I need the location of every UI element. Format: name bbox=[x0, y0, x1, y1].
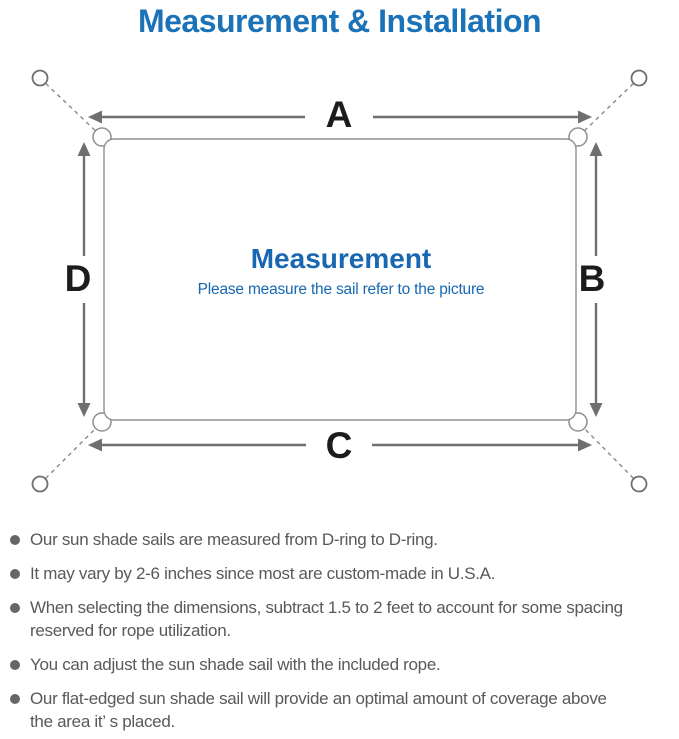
note-text: When selecting the dimensions, subtract … bbox=[30, 596, 623, 642]
list-item: You can adjust the sun shade sail with t… bbox=[10, 653, 670, 676]
dimension-label-a: A bbox=[326, 94, 353, 135]
note-text: Our sun shade sails are measured from D-… bbox=[30, 528, 438, 551]
bullet-icon bbox=[10, 694, 20, 704]
note-line: When selecting the dimensions, subtract … bbox=[30, 598, 623, 617]
note-line: It may vary by 2-6 inches since most are… bbox=[30, 564, 496, 583]
arrowhead-down-icon bbox=[589, 403, 603, 417]
tension-line-bottom-left bbox=[39, 421, 103, 485]
tension-line-top-left bbox=[39, 77, 103, 138]
note-text: You can adjust the sun shade sail with t… bbox=[30, 653, 441, 676]
page-title: Measurement & Installation bbox=[137, 3, 542, 39]
bullet-icon bbox=[10, 603, 20, 613]
arrowhead-right-icon bbox=[578, 110, 592, 124]
anchor-rings bbox=[31, 69, 648, 493]
anchor-ring-icon bbox=[31, 69, 49, 87]
dimension-label-c: C bbox=[326, 425, 353, 466]
arrowhead-up-icon bbox=[589, 142, 603, 156]
d-rings bbox=[92, 127, 588, 432]
dimension-arrow-c: C bbox=[88, 425, 592, 466]
dimension-arrow-b: B bbox=[579, 142, 606, 417]
anchor-ring-icon bbox=[630, 69, 648, 87]
arrowhead-right-icon bbox=[578, 438, 592, 452]
bullet-icon bbox=[10, 660, 20, 670]
dimension-arrow-a: A bbox=[88, 94, 592, 135]
dimension-arrow-d: D bbox=[65, 142, 92, 417]
arrowhead-down-icon bbox=[77, 403, 91, 417]
tension-lines bbox=[39, 77, 640, 485]
tension-line-bottom-right bbox=[577, 421, 640, 485]
list-item: When selecting the dimensions, subtract … bbox=[10, 596, 670, 642]
note-text: Our flat-edged sun shade sail will provi… bbox=[30, 687, 607, 733]
anchor-ring-icon bbox=[630, 475, 648, 493]
notes-list: Our sun shade sails are measured from D-… bbox=[10, 528, 670, 739]
arrowhead-left-icon bbox=[88, 110, 102, 124]
list-item: Our sun shade sails are measured from D-… bbox=[10, 528, 670, 551]
diagram-captions: Measurement Please measure the sail refe… bbox=[198, 243, 485, 298]
sail-outline bbox=[103, 138, 577, 421]
note-line: Our sun shade sails are measured from D-… bbox=[30, 530, 438, 549]
note-line: Our flat-edged sun shade sail will provi… bbox=[30, 689, 607, 708]
measurement-diagram: A C D B Measurement Pl bbox=[31, 69, 648, 493]
note-line: reserved for rope utilization. bbox=[30, 621, 231, 640]
anchor-ring-icon bbox=[31, 475, 49, 493]
note-line: the area it’ s placed. bbox=[30, 712, 175, 731]
bullet-icon bbox=[10, 569, 20, 579]
note-text: It may vary by 2-6 inches since most are… bbox=[30, 562, 495, 585]
list-item: It may vary by 2-6 inches since most are… bbox=[10, 562, 670, 585]
note-line: You can adjust the sun shade sail with t… bbox=[30, 655, 441, 674]
bullet-icon bbox=[10, 535, 20, 545]
dimension-label-d: D bbox=[65, 258, 92, 299]
arrowhead-left-icon bbox=[88, 438, 102, 452]
diagram-heading: Measurement bbox=[251, 243, 432, 274]
arrowhead-up-icon bbox=[77, 142, 91, 156]
dimension-label-b: B bbox=[579, 258, 606, 299]
diagram-subheading: Please measure the sail refer to the pic… bbox=[198, 281, 485, 298]
list-item: Our flat-edged sun shade sail will provi… bbox=[10, 687, 670, 733]
tension-line-top-right bbox=[577, 77, 640, 138]
